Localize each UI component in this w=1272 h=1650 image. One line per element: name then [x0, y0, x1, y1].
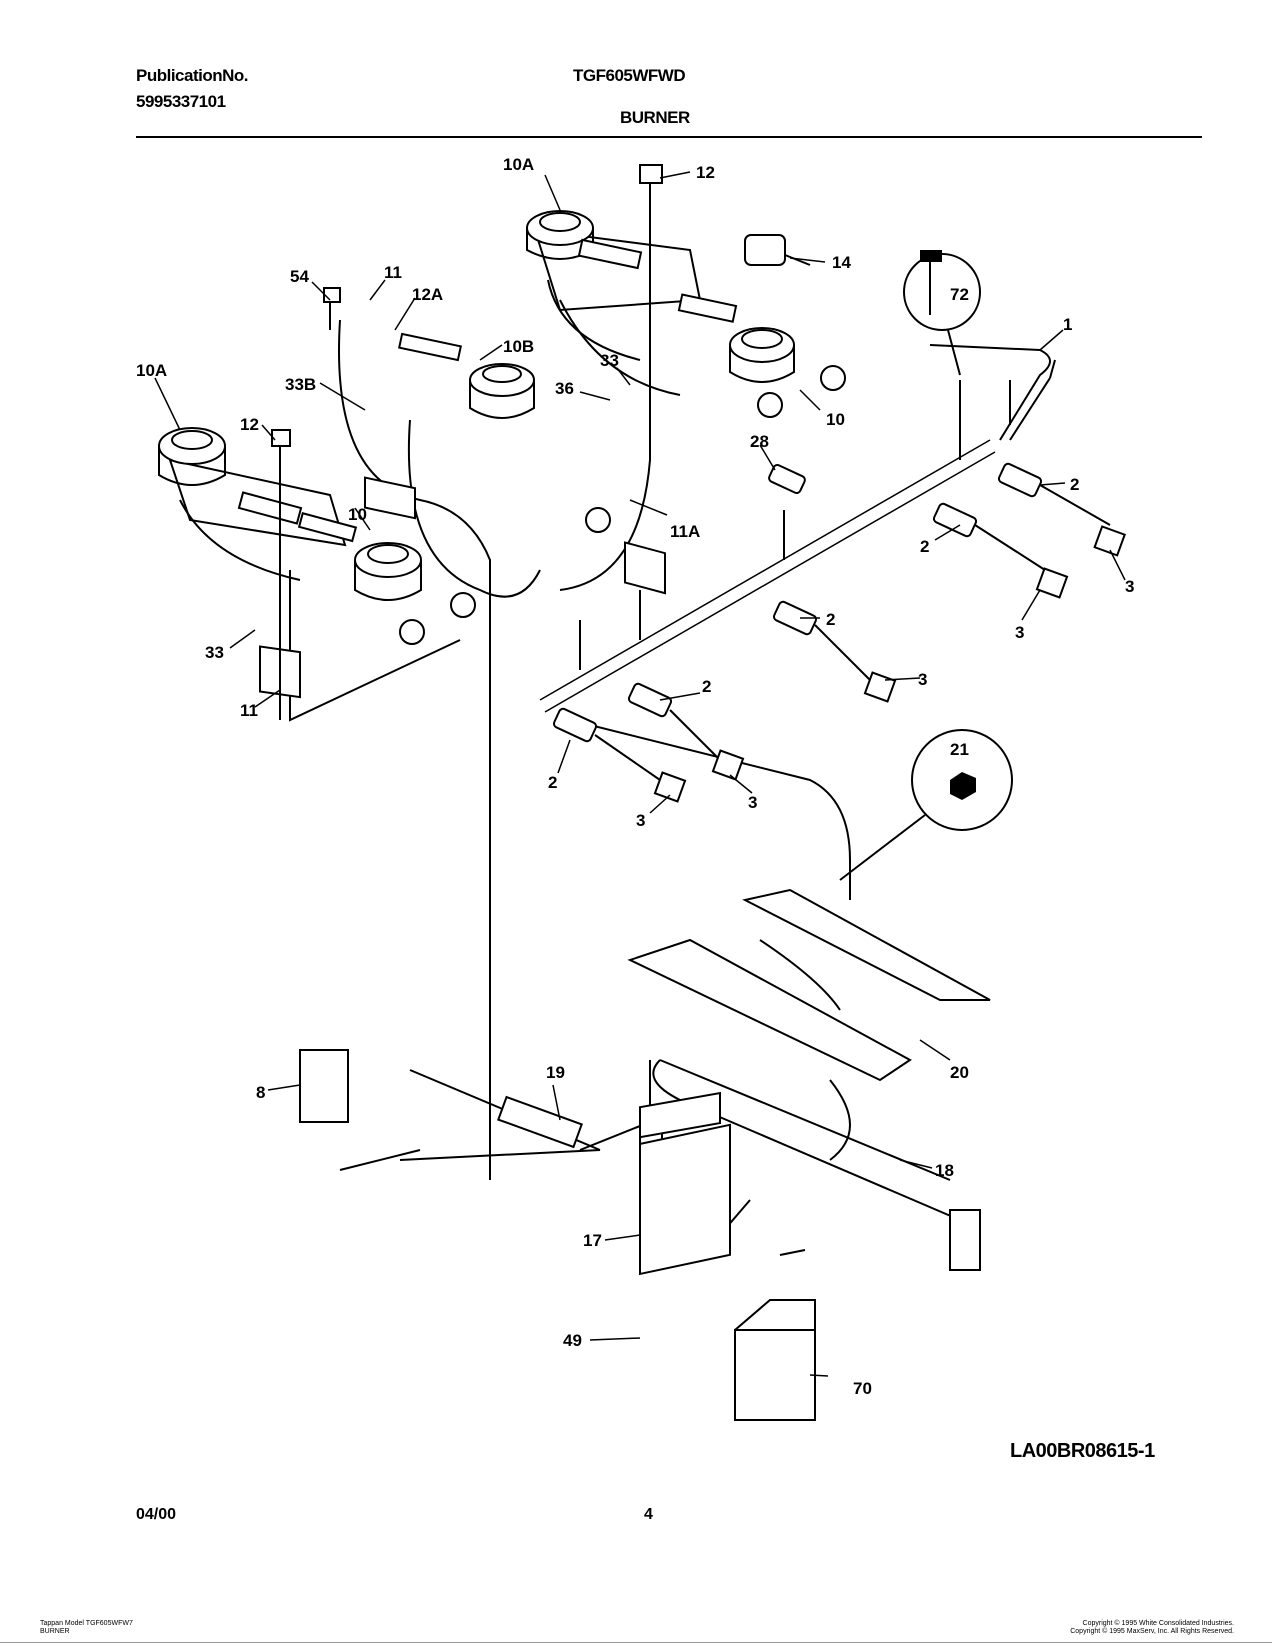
callout-11-top: 11: [384, 263, 402, 282]
callout-33-top: 33: [600, 351, 619, 370]
callout-18: 18: [935, 1161, 954, 1180]
callout-17: 17: [583, 1231, 602, 1250]
callout-11A: 11A: [670, 522, 700, 541]
callout-3-d: 3: [748, 793, 757, 812]
callout-12-left: 12: [240, 415, 259, 434]
small-parts: [271, 164, 1011, 720]
footer-divider: [0, 1642, 1272, 1643]
footer-model-line: Tappan Model TGF605WFW7: [40, 1620, 133, 1627]
callout-28: 28: [750, 432, 769, 451]
rear-burner-assembly: [526, 210, 795, 396]
callout-3-e: 3: [636, 811, 645, 830]
callout-2-b: 2: [920, 537, 929, 556]
publication-label: PublicationNo.: [136, 66, 249, 85]
callout-20: 20: [950, 1063, 969, 1082]
callout-12-top: 12: [696, 163, 715, 182]
callout-labels: 10A 12 14 72 1 54 11 12A 10B 33 36 33B 1…: [136, 155, 1134, 1398]
diagram-code: LA00BR08615-1: [1010, 1440, 1155, 1462]
callout-11-left: 11: [240, 701, 258, 720]
footer-right: Copyright © 1995 White Consolidated Indu…: [1070, 1620, 1234, 1636]
callout-21: 21: [950, 740, 969, 759]
callout-2-d: 2: [702, 677, 711, 696]
callout-10-left: 10: [348, 505, 367, 524]
callout-49: 49: [563, 1331, 582, 1350]
burner-exploded-diagram: 10A 12 14 72 1 54 11 12A 10B 33 36 33B 1…: [136, 155, 1134, 1421]
callout-70: 70: [853, 1379, 872, 1398]
copyright-line-1: Copyright © 1995 White Consolidated Indu…: [1082, 1620, 1234, 1627]
copyright-line-2: Copyright © 1995 MaxServ, Inc. All Right…: [1070, 1628, 1234, 1635]
callout-8: 8: [256, 1083, 265, 1102]
callout-10A-top: 10A: [503, 155, 534, 174]
callout-2-c: 2: [826, 610, 835, 629]
page-number: 4: [644, 1506, 653, 1523]
callout-36: 36: [555, 379, 574, 398]
callout-12A: 12A: [412, 285, 443, 304]
valves-and-knobs: [552, 462, 1126, 803]
leader-lines: [154, 171, 1126, 1377]
model-number: TGF605WFWD: [573, 66, 686, 85]
section-title: BURNER: [620, 108, 690, 127]
callout-3-b: 3: [1015, 623, 1024, 642]
callout-10-right: 10: [826, 410, 845, 429]
revision-date: 04/00: [136, 1506, 177, 1523]
callout-1: 1: [1063, 315, 1072, 334]
callout-2-e: 2: [548, 773, 557, 792]
front-burner-assembly: [158, 332, 535, 601]
brackets: [259, 365, 846, 699]
callout-54: 54: [290, 267, 309, 286]
callout-2-a: 2: [1070, 475, 1079, 494]
callout-3-a: 3: [1125, 577, 1134, 596]
oven-burner-assembly: [299, 888, 991, 1421]
callout-19: 19: [546, 1063, 565, 1082]
footer-left: Tappan Model TGF605WFW7 BURNER: [40, 1620, 133, 1636]
callout-10A-left: 10A: [136, 361, 167, 380]
callout-33-left: 33: [205, 643, 224, 662]
callout-3-c: 3: [918, 670, 927, 689]
callout-72: 72: [950, 285, 969, 304]
footer-section-line: BURNER: [40, 1628, 70, 1635]
publication-number: 5995337101: [136, 92, 226, 111]
header-divider: [136, 136, 1202, 138]
callout-33B: 33B: [285, 375, 316, 394]
callout-14: 14: [832, 253, 851, 272]
callout-10B: 10B: [503, 337, 534, 356]
detail-callouts: [839, 250, 1013, 881]
